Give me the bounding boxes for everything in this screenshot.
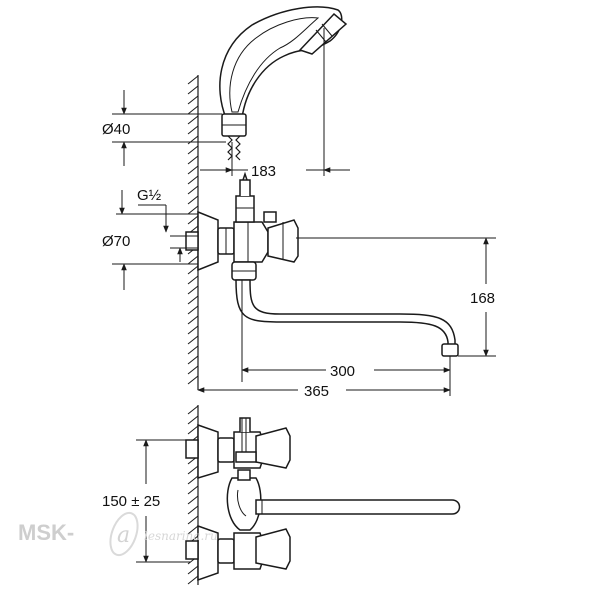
watermark-brand: MSK- bbox=[18, 520, 74, 545]
wall-hatch-mark bbox=[187, 465, 199, 475]
wall-hatch-mark bbox=[187, 375, 199, 385]
wall-hatch-mark bbox=[187, 195, 199, 205]
wall-hatch-mark bbox=[187, 275, 199, 285]
dim-spout-reach: 300 bbox=[330, 363, 355, 380]
wall-hatch-mark bbox=[187, 265, 199, 275]
wall-hatch-mark bbox=[187, 165, 199, 175]
wall-hatch-mark bbox=[187, 305, 199, 315]
wall-hatch-mark bbox=[187, 295, 199, 305]
wall-hatch-mark bbox=[187, 85, 199, 95]
wall-hatch-mark bbox=[187, 525, 199, 535]
dim-flange-diameter: Ø70 bbox=[102, 233, 130, 250]
wall-hatch-mark bbox=[187, 475, 199, 485]
wall-hatch-mark bbox=[187, 355, 199, 365]
wall-hatch-mark bbox=[187, 415, 199, 425]
wall-hatch-mark bbox=[187, 135, 199, 145]
dim-spout-height: 168 bbox=[470, 290, 495, 307]
wall-hatch-mark bbox=[187, 565, 199, 575]
wall-hatch-mark bbox=[187, 575, 199, 585]
dimension-lines bbox=[112, 28, 496, 563]
wall-hatch-mark bbox=[187, 215, 199, 225]
dim-shower-reach: 183 bbox=[251, 163, 276, 180]
wall-hatch-mark bbox=[187, 425, 199, 435]
wall-hatch-mark bbox=[187, 175, 199, 185]
watermark-script-letter: a bbox=[117, 523, 130, 548]
wall-hatch-mark bbox=[187, 325, 199, 335]
wall-hatch-mark bbox=[187, 205, 199, 215]
wall-hatch-mark bbox=[187, 115, 199, 125]
watermark-domain: lesnarina.ru bbox=[144, 529, 218, 543]
dim-overall-reach: 365 bbox=[304, 383, 329, 400]
watermark-logo-icon bbox=[109, 511, 139, 557]
wall-hatch-mark bbox=[187, 405, 199, 415]
wall-hatch-mark bbox=[187, 485, 199, 495]
hand-shower bbox=[219, 6, 348, 161]
wall-hatch-mark bbox=[187, 145, 199, 155]
wall-hatch-mark bbox=[187, 185, 199, 195]
wall-hatch-mark bbox=[187, 155, 199, 165]
wall-hatch-mark bbox=[187, 255, 199, 265]
wall-hatch-mark bbox=[187, 315, 199, 325]
watermark: MSK- a lesnarina.ru bbox=[18, 511, 218, 557]
wall-hatch-mark bbox=[187, 365, 199, 375]
dim-inlet-spacing: 150 ± 25 bbox=[102, 493, 160, 510]
wall-hatch-mark bbox=[187, 105, 199, 115]
wall-hatch-mark bbox=[187, 345, 199, 355]
wall-hatch-mark bbox=[187, 75, 199, 85]
wall-hatch-mark bbox=[187, 495, 199, 505]
dim-hose-nut-diameter: Ø40 bbox=[102, 121, 130, 138]
wall-hatch-mark bbox=[187, 515, 199, 525]
mixer-side-view bbox=[185, 171, 459, 357]
wall-hatch-mark bbox=[187, 125, 199, 135]
mixer-front-view bbox=[185, 417, 461, 582]
wall-hatch-mark bbox=[187, 335, 199, 345]
dim-thread-size: G½ bbox=[137, 187, 162, 204]
wall-hatch-mark bbox=[187, 285, 199, 295]
wall-hatch-mark bbox=[187, 505, 199, 515]
wall-hatch-mark bbox=[187, 95, 199, 105]
